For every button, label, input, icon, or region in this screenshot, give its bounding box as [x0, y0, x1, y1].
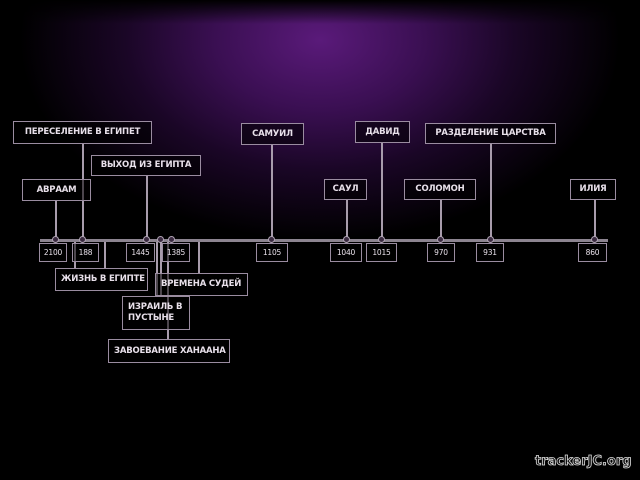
watermark: trackerJC.org — [535, 454, 632, 470]
period-connector — [104, 242, 106, 268]
period-label-zhizn: ЖИЗНЬ В ЕГИПТЕ — [55, 268, 148, 291]
event-connector — [146, 176, 148, 239]
year-label: 188 — [72, 243, 99, 262]
year-label: 1445 — [126, 243, 155, 262]
timeline-marker — [343, 236, 350, 243]
event-connector — [55, 201, 57, 239]
event-connector — [440, 200, 442, 239]
event-connector — [346, 200, 348, 239]
year-label: 931 — [476, 243, 504, 262]
event-label-david: ДАВИД — [355, 121, 410, 143]
year-label: 1385 — [162, 243, 190, 262]
timeline-marker — [143, 236, 150, 243]
period-label-sudyi: ВРЕМЕНА СУДЕЙ — [155, 273, 248, 296]
event-label-vyhod: ВЫХОД ИЗ ЕГИПТА — [91, 155, 201, 176]
timeline-marker — [157, 236, 164, 243]
event-label-pereselenie: ПЕРЕСЕЛЕНИЕ В ЕГИПЕТ — [13, 121, 152, 144]
event-connector — [594, 200, 596, 239]
period-label-pustynya: ИЗРАИЛЬ В ПУСТЫНЕ — [122, 296, 190, 330]
event-label-samuil: САМУИЛ — [241, 123, 304, 145]
timeline-marker — [437, 236, 444, 243]
top-band — [0, 0, 640, 24]
event-connector — [490, 144, 492, 239]
event-label-solomon: СОЛОМОН — [404, 179, 476, 200]
event-connector — [381, 143, 383, 239]
year-label: 1015 — [366, 243, 397, 262]
period-connector — [156, 242, 158, 296]
year-label: 1105 — [256, 243, 288, 262]
year-label: 1040 — [330, 243, 362, 262]
timeline-marker — [168, 236, 175, 243]
timeline-marker — [487, 236, 494, 243]
year-label: 2100 — [39, 243, 67, 262]
event-label-avraam: АВРААМ — [22, 179, 91, 201]
timeline-marker — [268, 236, 275, 243]
event-label-iliya: ИЛИЯ — [570, 179, 616, 200]
period-connector — [198, 242, 200, 273]
event-label-razdelenie: РАЗДЕЛЕНИЕ ЦАРСТВА — [425, 123, 556, 144]
period-connector — [160, 242, 162, 296]
event-connector — [271, 145, 273, 239]
period-label-zavoevanie: ЗАВОЕВАНИЕ ХАНААНА — [108, 339, 230, 363]
timeline-axis — [40, 239, 608, 242]
timeline-marker — [378, 236, 385, 243]
year-label: 860 — [578, 243, 607, 262]
timeline-marker — [79, 236, 86, 243]
year-label: 970 — [427, 243, 455, 262]
timeline-marker — [591, 236, 598, 243]
event-label-saul: САУЛ — [324, 179, 367, 200]
timeline-marker — [52, 236, 59, 243]
